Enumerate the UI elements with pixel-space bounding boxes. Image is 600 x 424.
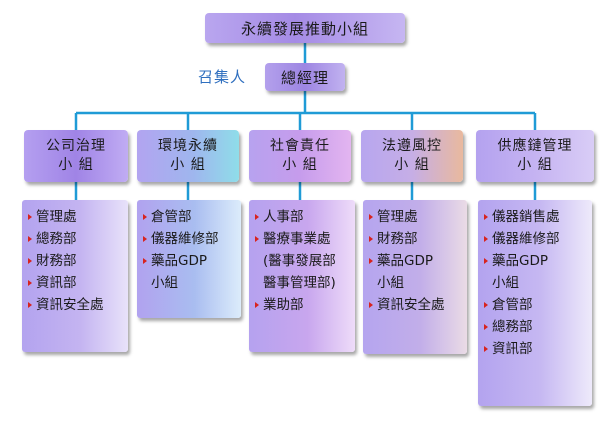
title-text: 永續發展推動小組	[240, 19, 369, 38]
list-item: (醫事發展部	[263, 253, 336, 269]
list-item: 總務部	[26, 228, 124, 250]
list-item: 管理處	[26, 206, 124, 228]
general-manager-box: 總經理	[265, 63, 345, 91]
list-item: 儀器維修部	[482, 228, 588, 250]
team-box-social-responsibility: 社會責任 小 組	[249, 130, 351, 182]
team-suffix: 小 組	[170, 157, 206, 173]
team-box-environmental-sustainability: 環境永續 小 組	[137, 130, 239, 182]
list-item: 小組	[492, 275, 519, 291]
list-item: 藥品GDP	[482, 250, 588, 272]
team-name: 公司治理	[46, 138, 106, 154]
member-list-social-responsibility: 人事部 醫療事業處 (醫事發展部 醫事管理部) 業助部	[249, 200, 355, 352]
title-box: 永續發展推動小組	[205, 13, 405, 43]
list-item: 倉管部	[482, 294, 588, 316]
list-item: 資訊安全處	[367, 294, 463, 316]
list-item: 倉管部	[141, 206, 237, 228]
list-item: 儀器維修部	[141, 228, 237, 250]
team-suffix: 小 組	[282, 157, 318, 173]
member-list-corporate-governance: 管理處 總務部 財務部 資訊部 資訊安全處	[22, 200, 128, 352]
team-suffix: 小 組	[517, 157, 553, 173]
list-item: 藥品GDP	[141, 250, 237, 272]
team-name: 環境永續	[158, 138, 218, 154]
list-item: 小組	[151, 275, 178, 291]
list-item: 醫療事業處	[253, 228, 351, 250]
list-item: 醫事管理部)	[263, 275, 336, 291]
team-suffix: 小 組	[58, 157, 94, 173]
member-list-compliance-risk: 管理處 財務部 藥品GDP 小組 資訊安全處	[363, 200, 467, 354]
member-list-environmental-sustainability: 倉管部 儀器維修部 藥品GDP 小組	[137, 200, 241, 318]
list-item: 資訊部	[482, 338, 588, 360]
list-item: 財務部	[367, 228, 463, 250]
list-item: 資訊部	[26, 272, 124, 294]
list-item: 業助部	[253, 294, 351, 316]
convener-label: 召集人	[198, 68, 247, 86]
team-box-compliance-risk: 法遵風控 小 組	[361, 130, 463, 182]
team-box-supply-chain: 供應鏈管理 小 組	[476, 130, 594, 182]
team-name: 法遵風控	[382, 138, 442, 154]
list-item: 小組	[377, 275, 404, 291]
team-suffix: 小 組	[394, 157, 430, 173]
list-item: 總務部	[482, 316, 588, 338]
list-item: 儀器銷售處	[482, 206, 588, 228]
member-list-supply-chain: 儀器銷售處 儀器維修部 藥品GDP 小組 倉管部 總務部 資訊部	[478, 200, 592, 406]
list-item: 管理處	[367, 206, 463, 228]
list-item: 人事部	[253, 206, 351, 228]
general-manager-text: 總經理	[280, 68, 329, 87]
list-item: 資訊安全處	[26, 294, 124, 316]
team-name: 供應鏈管理	[497, 138, 573, 154]
team-name: 社會責任	[270, 138, 330, 154]
list-item: 藥品GDP	[367, 250, 463, 272]
team-box-corporate-governance: 公司治理 小 組	[24, 130, 128, 182]
list-item: 財務部	[26, 250, 124, 272]
